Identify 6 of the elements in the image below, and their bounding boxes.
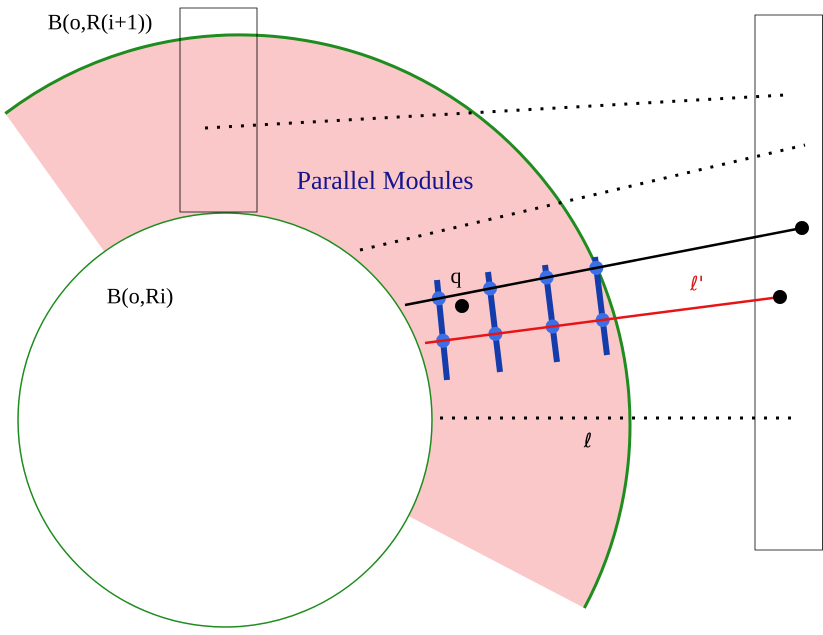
text-label: B(o,R(i+1)): [48, 14, 152, 34]
text-label: B(o,Ri): [107, 288, 172, 308]
text-label: q: [451, 272, 462, 288]
text-label: Parallel Modules: [297, 170, 473, 190]
text-label: ℓ: [584, 432, 591, 448]
text-label: ℓ': [690, 275, 702, 291]
